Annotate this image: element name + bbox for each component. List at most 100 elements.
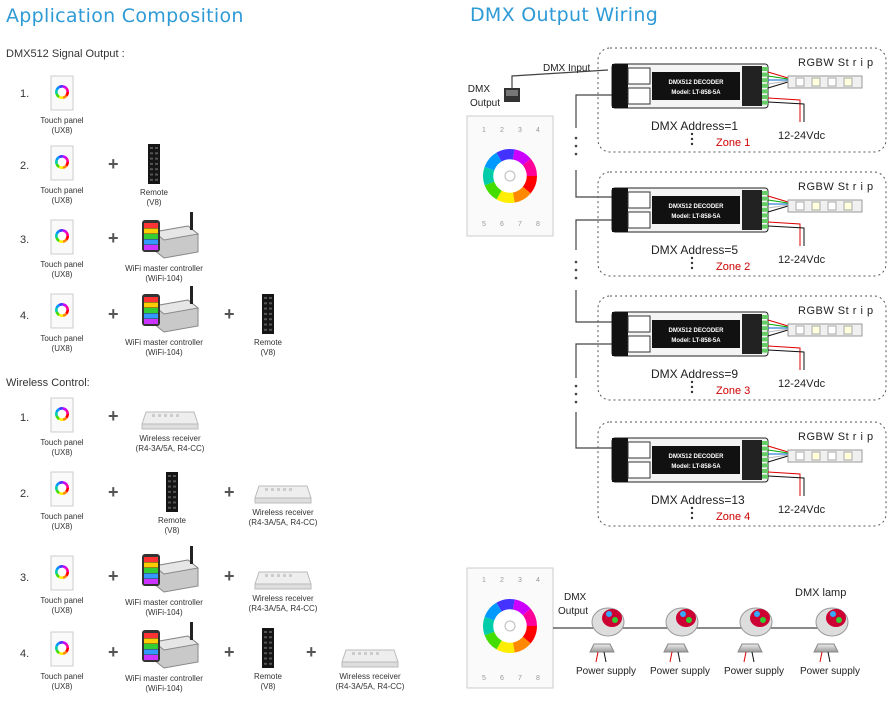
dmx-output-label-l2: Output xyxy=(470,98,500,109)
terminal-pin xyxy=(762,196,768,201)
power-label: 12-24Vdc xyxy=(778,504,826,516)
zone-label: Zone 1 xyxy=(716,137,750,149)
terminal-block xyxy=(742,66,762,106)
lamp-led xyxy=(680,611,686,617)
strip-wire xyxy=(767,319,789,327)
strip-label: RGBW St r i p xyxy=(798,57,874,69)
strip-wire xyxy=(767,75,789,80)
wireless-receiver-caption-model: (R4-3A/5A, R4-CC) xyxy=(135,444,205,453)
touch-panel-icon xyxy=(50,293,74,329)
rj45-port xyxy=(627,335,651,353)
wireless-heading: Wireless Control: xyxy=(6,377,90,389)
strip-led xyxy=(795,77,805,87)
terminal-pin xyxy=(762,441,768,445)
svg-text:7: 7 xyxy=(518,675,522,682)
terminal-pin xyxy=(762,213,768,218)
decoder-model: Model: LT-858-5A xyxy=(671,214,721,220)
wireless-receiver-icon xyxy=(141,411,199,430)
svg-text:3: 3 xyxy=(518,577,522,584)
decoder-model: Model: LT-858-5A xyxy=(671,90,721,96)
wireless-receiver-caption-model: (R4-3A/5A, R4-CC) xyxy=(248,604,318,613)
terminal-pin xyxy=(762,452,768,457)
svg-text:8: 8 xyxy=(536,221,540,228)
decoder-name: DMX512 DECODER xyxy=(668,204,724,210)
dmx-address: DMX Address=1 xyxy=(651,119,738,133)
terminal-pin xyxy=(762,326,768,331)
lamp-dmx-output-l1: DMX xyxy=(564,592,587,603)
dmx-lamp: Power supply xyxy=(800,607,860,677)
left-title: Application Composition xyxy=(6,5,244,27)
terminal-pin xyxy=(762,331,768,336)
rj45-port xyxy=(627,67,651,85)
touch-panel-caption-name: Touch panel xyxy=(40,672,84,681)
terminal-pin xyxy=(762,337,768,342)
touch-panel-icon xyxy=(50,555,74,591)
dmx-lamp: Power supply xyxy=(650,607,710,677)
row-number: 4. xyxy=(20,648,30,660)
touch-panel-icon xyxy=(50,75,74,111)
strip-wire xyxy=(767,449,789,454)
more-dot xyxy=(690,142,694,146)
remote-caption-model: (V8) xyxy=(164,526,180,535)
zone-label: Zone 3 xyxy=(716,385,750,397)
remote-caption-model: (V8) xyxy=(260,682,276,691)
touch-panel-caption-model: (UX8) xyxy=(51,522,73,531)
touch-panel-icon xyxy=(50,471,74,507)
lamp-wire xyxy=(595,651,599,663)
terminal-pin xyxy=(762,100,768,105)
touch-panel-caption-model: (UX8) xyxy=(51,270,73,279)
power-wire xyxy=(767,475,805,496)
remote-caption-model: (V8) xyxy=(146,198,162,207)
wireless-receiver-caption-name: Wireless receiver xyxy=(252,594,314,603)
strip-led xyxy=(843,325,853,335)
terminal-pin xyxy=(762,191,768,195)
dmx-chain-lines xyxy=(575,94,612,449)
plus-sign: + xyxy=(306,642,317,662)
power-supply-label: Power supply xyxy=(800,666,860,677)
lamp-wire xyxy=(603,651,607,663)
terminal-pin xyxy=(762,348,768,353)
terminal-pin xyxy=(762,320,768,325)
row-number: 3. xyxy=(20,572,30,584)
power-wire xyxy=(767,349,805,370)
plus-sign: + xyxy=(108,304,119,324)
remote-caption-name: Remote xyxy=(253,338,282,347)
lamp-base xyxy=(589,643,615,653)
wireless-receiver-caption: Wireless receiver(R4-3A/5A, R4-CC) xyxy=(233,594,333,614)
svg-text:1: 1 xyxy=(482,577,486,584)
strip-led xyxy=(811,451,821,461)
touch-panel-caption: Touch panel(UX8) xyxy=(12,116,112,136)
decoder-label-panel xyxy=(652,196,740,224)
strip-wire xyxy=(767,329,789,337)
lamp-wire xyxy=(751,651,755,663)
terminal-pin xyxy=(762,469,768,473)
dmx-output-connector xyxy=(504,69,609,102)
touch-panel-caption-model: (UX8) xyxy=(51,606,73,615)
lamp-base xyxy=(737,643,763,653)
decoder-label-panel xyxy=(652,72,740,100)
svg-text:1: 1 xyxy=(482,127,486,134)
lamp-led xyxy=(612,617,618,623)
rj45-port xyxy=(627,87,651,105)
strip-wire xyxy=(767,445,789,453)
terminal-block xyxy=(742,314,762,354)
strip-wire xyxy=(767,455,789,463)
svg-text:2: 2 xyxy=(500,127,504,134)
strip-led xyxy=(795,451,805,461)
remote-caption-name: Remote xyxy=(157,516,186,525)
strip-led xyxy=(795,201,805,211)
lamp-wire xyxy=(677,651,681,663)
power-wire xyxy=(767,345,801,370)
wifi-controller-icon xyxy=(142,286,200,333)
touch-panel-icon xyxy=(50,145,74,181)
terminal-pin xyxy=(762,219,768,223)
dmx-output-label-l1: DMX xyxy=(468,84,491,95)
touch-panel-caption-model: (UX8) xyxy=(51,126,73,135)
svg-text:7: 7 xyxy=(518,221,522,228)
touch-panel-caption: Touch panel(UX8) xyxy=(12,438,112,458)
strip-led xyxy=(843,201,853,211)
touch-panel-caption-model: (UX8) xyxy=(51,448,73,457)
terminal-pin xyxy=(762,95,768,99)
